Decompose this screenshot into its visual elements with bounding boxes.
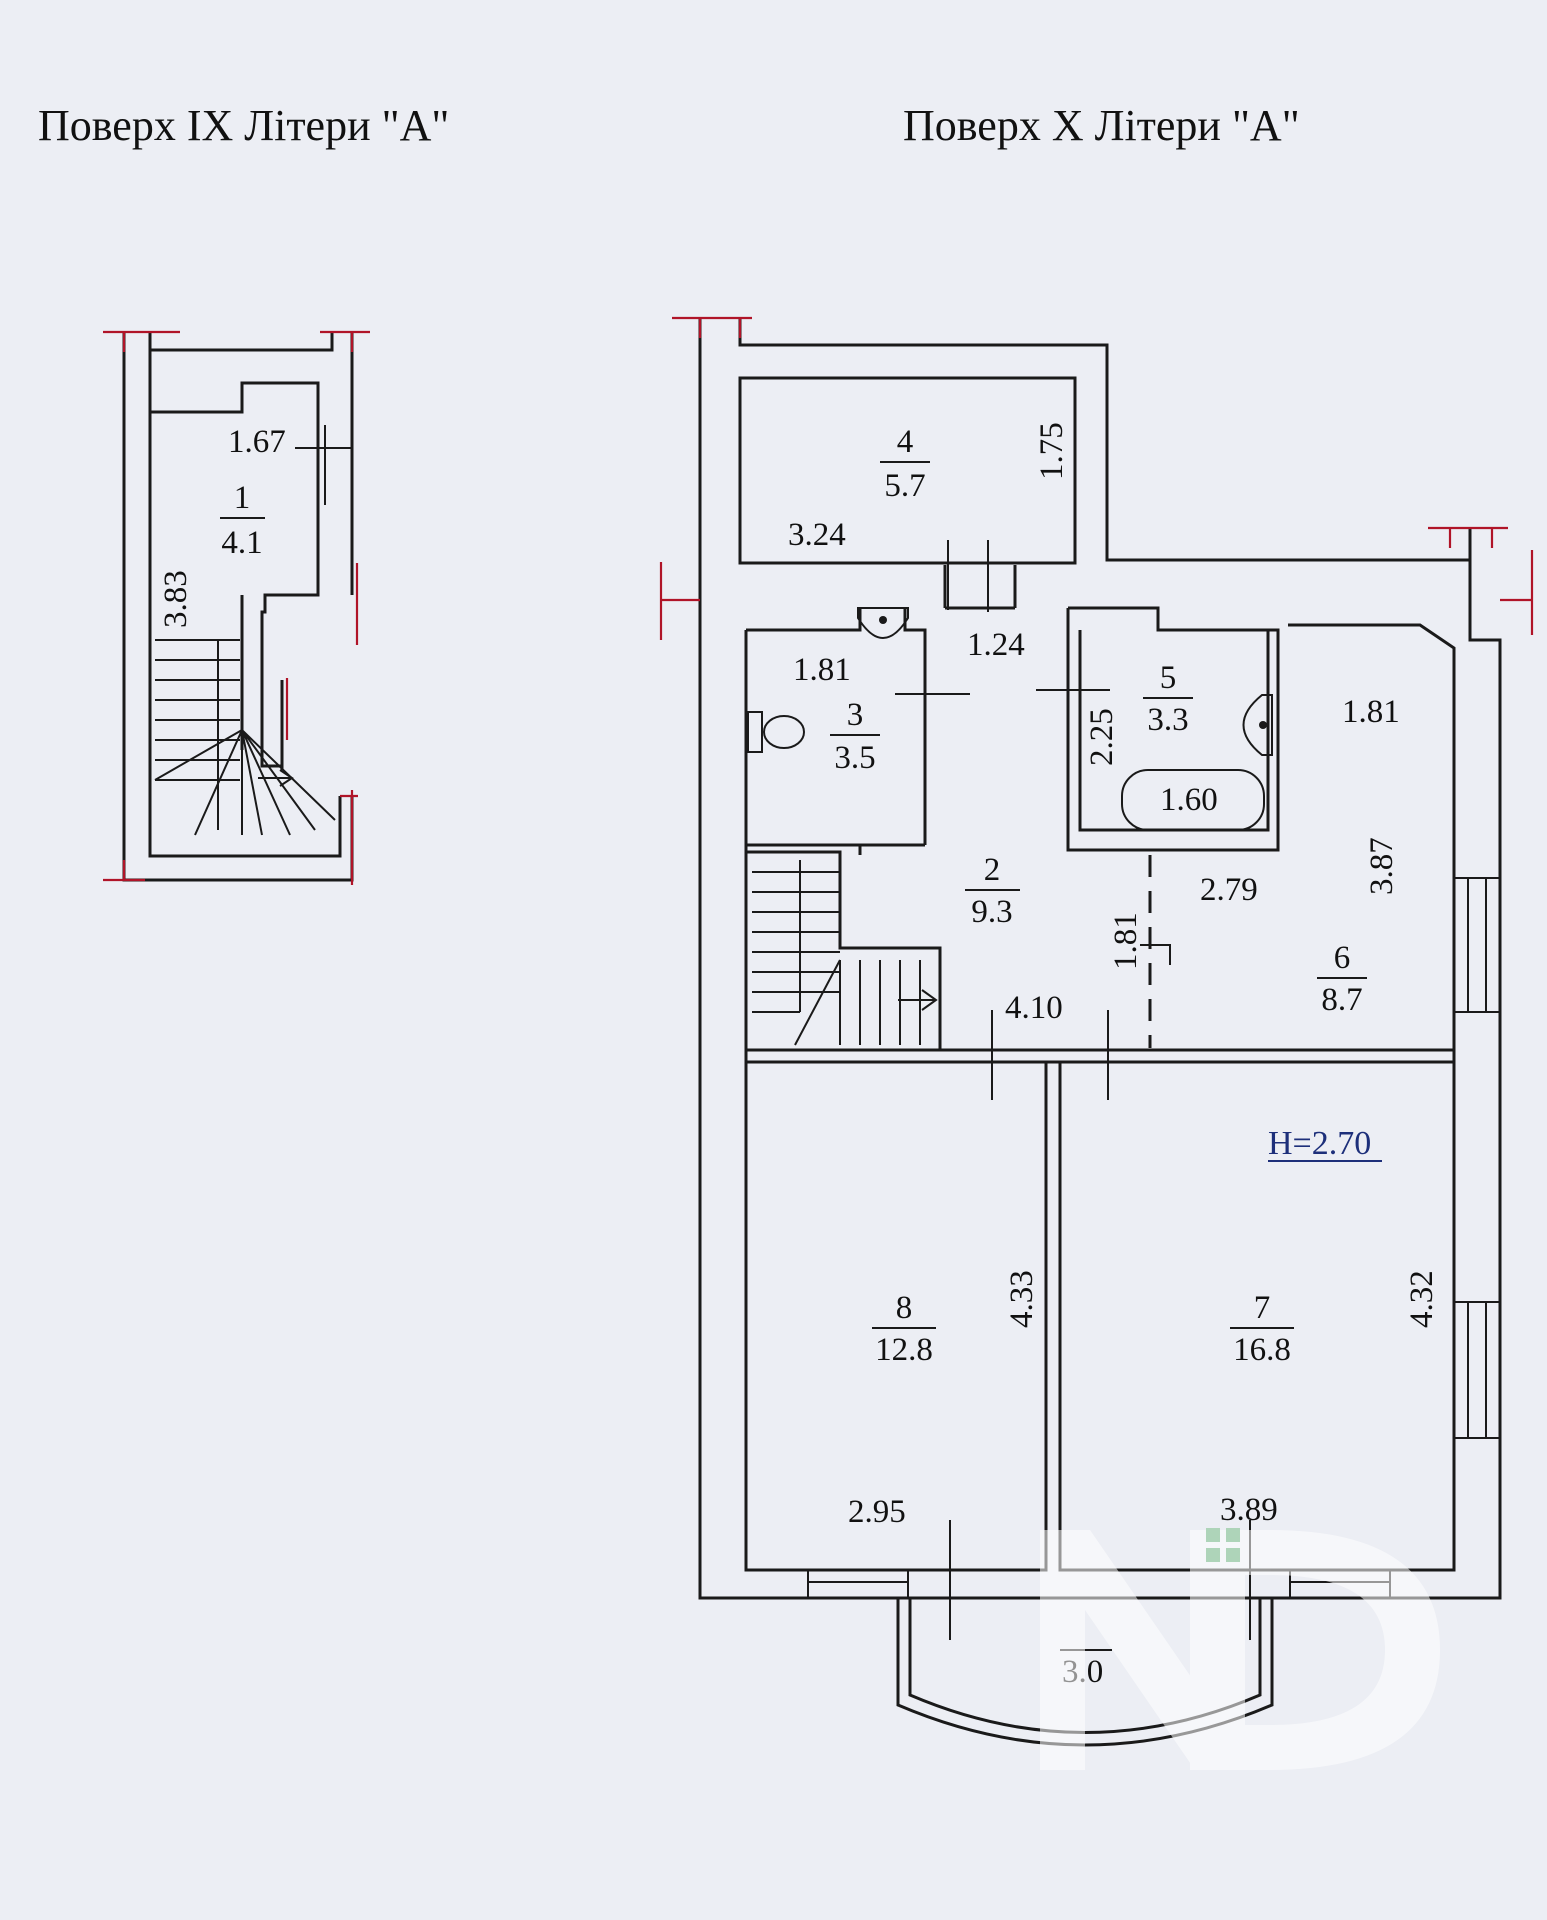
window-right-upper [1454,877,1500,1013]
floor-10-mid-wall [746,1048,1454,1570]
floor-9-outer-wall [122,332,354,882]
toilet-icon [747,711,805,753]
door-ticks [895,540,1251,1640]
room-8-label: 8 12.8 [872,1290,936,1368]
dim-room-2-height: 1.81 [1108,912,1144,970]
room-5-number: 5 [1160,660,1177,696]
room-2-area: 9.3 [971,894,1012,930]
room-7-number: 7 [1254,1290,1271,1326]
floor-10-axis-marks [659,316,1534,640]
room-3-number: 3 [847,697,864,733]
dim-corridor-width: 1.24 [967,627,1025,663]
floor-9-door-tick [295,425,352,505]
room-2-label: 2 9.3 [965,852,1020,930]
room-1-area: 4.1 [221,525,262,561]
sink-icon-room-3 [857,607,909,639]
room-8-area: 12.8 [875,1332,933,1368]
dim-room-4-height: 1.75 [1034,422,1070,480]
floor-9-axis-marks [103,330,370,885]
window-right-lower [1454,1301,1500,1439]
room-3-label: 3 3.5 [830,697,880,776]
floor-9-plan: 1.67 3.83 1 4.1 [103,330,370,885]
dim-room-6-width: 2.79 [1200,872,1258,908]
sink-icon-room-5 [1242,694,1273,756]
dim-room-8-width: 2.95 [848,1494,906,1530]
room-1-number: 1 [234,480,251,516]
dim-room-6-height: 3.87 [1364,837,1400,895]
dim-room-3-width: 1.81 [793,652,851,688]
floor-9-inner-wall [148,381,320,770]
room-6-corner [1140,944,1171,965]
dim-room-6-top: 1.81 [1342,694,1400,730]
ceiling-height-label: H=2.70 [1268,1125,1371,1162]
room-6-number: 6 [1334,940,1351,976]
dim-room-7-width: 3.89 [1220,1492,1278,1528]
room-8-number: 8 [896,1290,913,1326]
floor-10-outer-wall [698,318,1502,1600]
bathtub [1121,769,1265,831]
dim-room-4-width: 3.24 [788,517,846,553]
floor-10-inner-wall [744,565,1456,1572]
dim-room-5-height: 2.25 [1084,708,1120,766]
title-floor-10: Поверх X Літери "А" [903,101,1300,150]
dim-room-7-height: 4.32 [1404,1270,1440,1328]
room-4-area: 5.7 [884,468,925,504]
room-3-area: 3.5 [834,740,875,776]
dim-room-2-width: 4.10 [1005,990,1063,1026]
title-floor-9: Поверх IX Літери "А" [38,101,449,150]
room-2-number: 2 [984,852,1001,888]
floor-10-plan: 4 5.7 3 3.5 5 3.3 2 9.3 6 8.7 8 12.8 [659,316,1534,1747]
room-5-area: 3.3 [1147,702,1188,738]
floor-9-staircase [154,639,336,836]
room-6-label: 6 8.7 [1317,940,1367,1018]
dim-bathtub: 1.60 [1160,782,1218,818]
window-bottom-left [807,1570,909,1598]
room-4-walls [738,376,1077,565]
floor-9-dim-2: 3.83 [158,570,194,628]
floor-10-staircase [746,850,942,1050]
room-6-area: 8.7 [1321,982,1362,1018]
room-7-label: 7 16.8 [1230,1290,1294,1368]
room-4-number: 4 [897,424,914,460]
room-4-label: 4 5.7 [880,424,930,504]
floor-9-dim-1: 1.67 [228,424,286,460]
room-5-label: 5 3.3 [1143,660,1193,738]
dim-room-8-height: 4.33 [1004,1270,1040,1328]
watermark-logo [1040,1528,1440,1770]
room-7-area: 16.8 [1233,1332,1291,1368]
